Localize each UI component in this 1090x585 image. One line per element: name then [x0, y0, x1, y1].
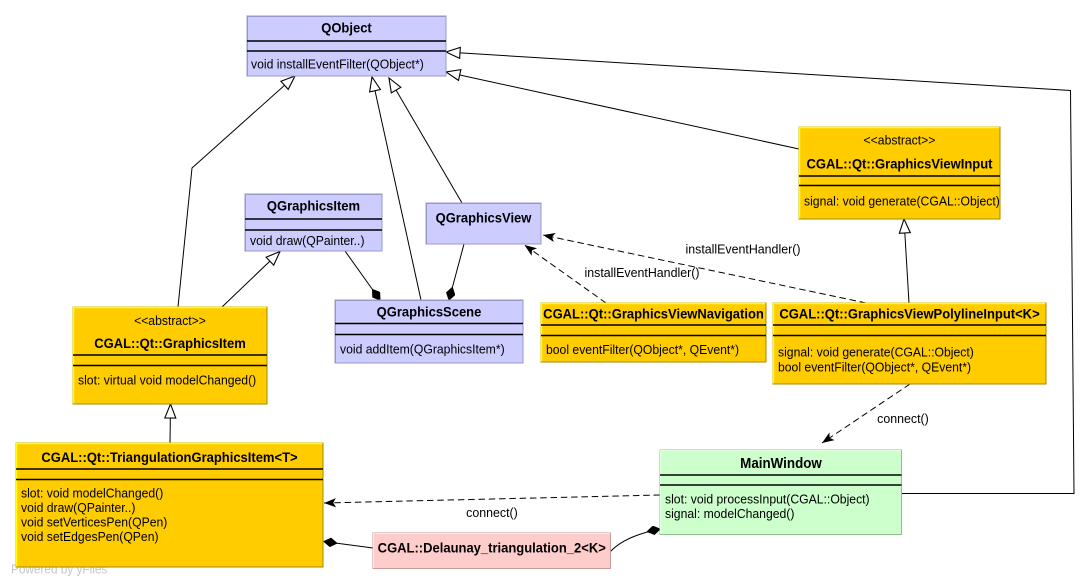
svg-text:void addItem(QGraphicsItem*): void addItem(QGraphicsItem*): [340, 342, 505, 356]
svg-text:installEventHandler(): installEventHandler(): [585, 264, 700, 279]
svg-text:bool eventFilter(QObject*, QEv: bool eventFilter(QObject*, QEvent*): [546, 342, 739, 356]
svg-text:slot: void processInput(CGAL::: slot: void processInput(CGAL::Object): [665, 492, 870, 506]
svg-text:QObject: QObject: [321, 20, 372, 35]
svg-text:QGraphicsItem: QGraphicsItem: [267, 198, 360, 213]
svg-text:void installEventFilter(QObjec: void installEventFilter(QObject*): [251, 57, 424, 71]
svg-text:<<abstract>>: <<abstract>>: [134, 313, 206, 327]
svg-text:slot: virtual void modelChange: slot: virtual void modelChanged(): [78, 373, 256, 387]
svg-text:<<abstract>>: <<abstract>>: [864, 133, 936, 147]
svg-text:CGAL::Qt::TriangulationGraphic: CGAL::Qt::TriangulationGraphicsItem<T>: [41, 450, 297, 465]
svg-text:CGAL::Qt::GraphicsViewNavigati: CGAL::Qt::GraphicsViewNavigation: [543, 306, 764, 321]
svg-text:connect(): connect(): [877, 410, 929, 425]
svg-text:QGraphicsView: QGraphicsView: [436, 210, 532, 225]
svg-text:void draw(QPainter..): void draw(QPainter..): [21, 500, 136, 514]
svg-text:signal: void generate(CGAL::Ob: signal: void generate(CGAL::Object): [778, 345, 974, 359]
svg-text:installEventHandler(): installEventHandler(): [686, 241, 801, 256]
svg-text:CGAL::Delaunay_triangulation_2: CGAL::Delaunay_triangulation_2<K>: [378, 540, 606, 555]
svg-text:slot: void modelChanged(): slot: void modelChanged(): [21, 486, 163, 500]
svg-text:connect(): connect(): [466, 504, 518, 519]
svg-text:signal: modelChanged(): signal: modelChanged(): [665, 506, 794, 520]
svg-text:void draw(QPainter..): void draw(QPainter..): [250, 233, 365, 247]
svg-text:CGAL::Qt::GraphicsViewInput: CGAL::Qt::GraphicsViewInput: [807, 156, 993, 171]
svg-text:CGAL::Qt::GraphicsViewPolyline: CGAL::Qt::GraphicsViewPolylineInput<K>: [779, 306, 1039, 321]
svg-text:void setVerticesPen(QPen): void setVerticesPen(QPen): [21, 515, 167, 529]
svg-text:MainWindow: MainWindow: [740, 454, 822, 471]
svg-text:QGraphicsScene: QGraphicsScene: [377, 304, 482, 319]
svg-text:bool eventFilter(QObject*, QEv: bool eventFilter(QObject*, QEvent*): [778, 360, 971, 374]
svg-text:CGAL::Qt::GraphicsItem: CGAL::Qt::GraphicsItem: [94, 335, 246, 350]
svg-text:signal: void generate(CGAL::Ob: signal: void generate(CGAL::Object): [804, 194, 1000, 208]
svg-text:void setEdgesPen(QPen): void setEdgesPen(QPen): [21, 529, 159, 543]
